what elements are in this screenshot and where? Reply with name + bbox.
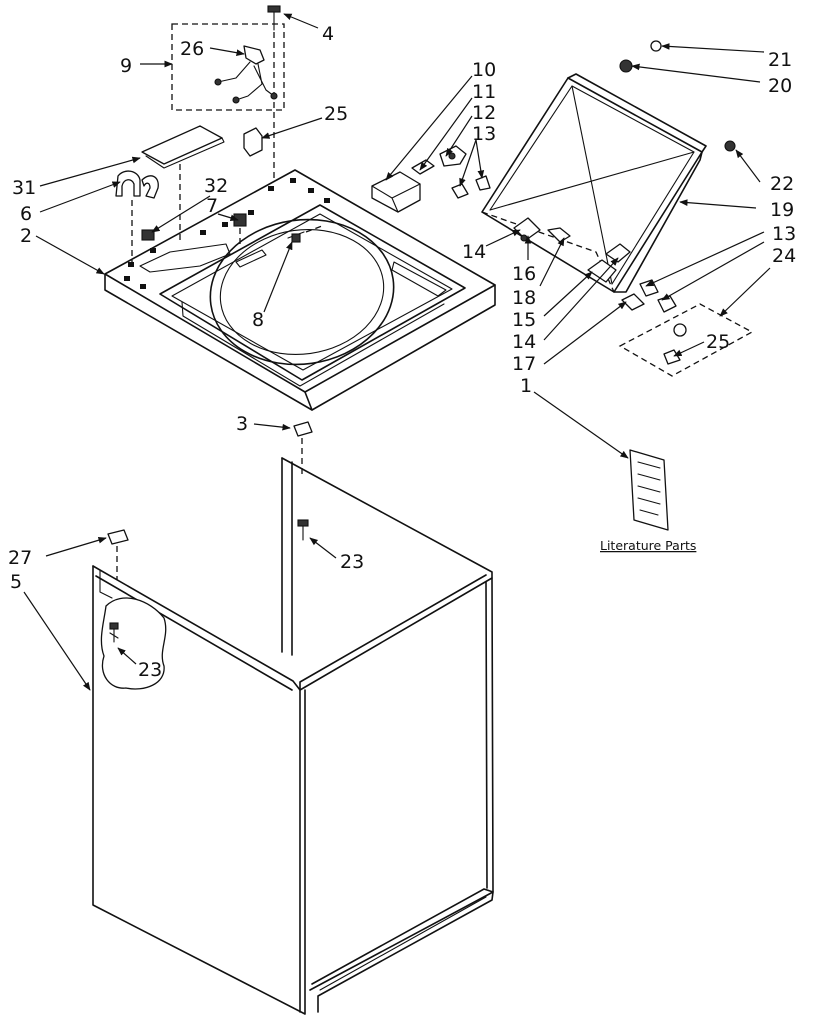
callout-26: 25 (324, 103, 348, 125)
callout-10: 10 (472, 59, 496, 81)
callout-20: 20 (768, 75, 792, 97)
lid (481, 73, 707, 293)
callout-7: 7 (206, 195, 218, 217)
callout-30: 27 (8, 547, 32, 569)
callout-3: 3 (236, 413, 248, 435)
callout-2: 2 (20, 225, 32, 247)
callout-15: 15 (512, 309, 536, 331)
callout-13-top: 13 (472, 123, 496, 145)
callout-labels: 4 9 26 25 31 6 32 7 2 8 10 11 12 13 14 1… (8, 23, 796, 681)
callout-23-upper: 23 (340, 551, 364, 573)
cabinet (92, 457, 494, 1015)
callout-5: 5 (10, 571, 22, 593)
callout-9: 9 (120, 55, 132, 77)
callout-8: 8 (252, 309, 264, 331)
callout-6: 6 (20, 203, 32, 225)
literature-parts-caption: Literature Parts (600, 538, 696, 553)
callout-14-right: 14 (512, 331, 536, 353)
callout-24: 24 (772, 245, 796, 267)
callout-16: 16 (512, 263, 536, 285)
callout-13-right: 13 (772, 223, 796, 245)
leader-lines (23, 13, 771, 691)
callout-14-left: 14 (462, 241, 486, 263)
callout-31: 31 (12, 177, 36, 199)
callout-21: 21 (768, 49, 792, 71)
callout-4: 4 (322, 23, 334, 45)
callout-25: 25 (706, 331, 730, 353)
callout-22: 22 (770, 173, 794, 195)
callout-19: 19 (770, 199, 794, 221)
callout-18: 18 (512, 287, 536, 309)
callout-27: 26 (180, 38, 204, 60)
callout-12: 12 (472, 102, 496, 124)
washer-top (104, 169, 496, 411)
callout-11: 11 (472, 81, 496, 103)
callout-1: 1 (520, 375, 532, 397)
callout-17: 17 (512, 353, 536, 375)
small-parts (107, 5, 754, 580)
callout-32: 32 (204, 175, 228, 197)
callout-23-lower: 23 (138, 659, 162, 681)
